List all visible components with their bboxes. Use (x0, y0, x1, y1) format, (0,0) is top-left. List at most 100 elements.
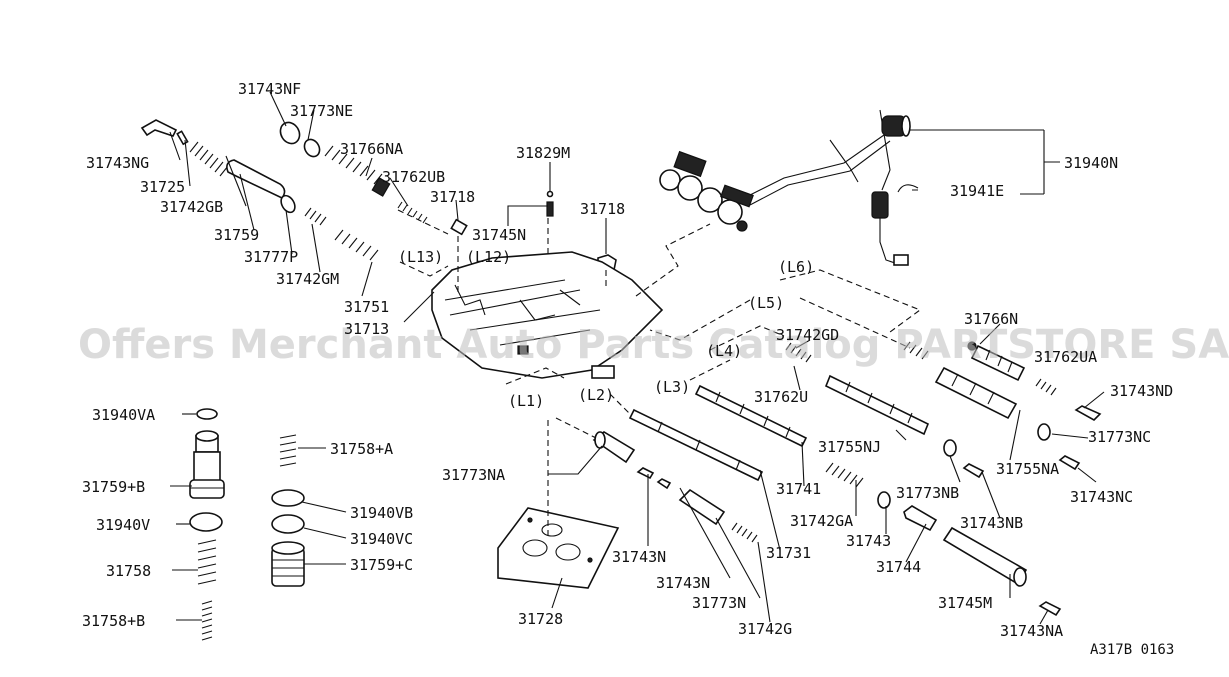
label-31743NB: 31743NB (960, 514, 1023, 532)
label-31743N-a: 31743N (612, 548, 666, 566)
part-31743NA[interactable] (1038, 601, 1062, 617)
part-31829M[interactable] (546, 190, 554, 217)
part-31773NE[interactable] (301, 137, 322, 160)
circuit-L1: (L1) (508, 392, 544, 410)
circuit-lines (397, 209, 922, 540)
part-31743ND[interactable] (1074, 405, 1102, 421)
part-31773N[interactable] (678, 488, 726, 526)
label-31744: 31744 (876, 558, 921, 576)
part-31940V[interactable] (189, 512, 223, 532)
part-31742GB[interactable] (189, 141, 229, 177)
label-31743: 31743 (846, 532, 891, 550)
part-31728[interactable] (497, 507, 620, 589)
label-31743NF: 31743NF (238, 80, 301, 98)
label-31940N: 31940N (1064, 154, 1118, 172)
label-31773NB: 31773NB (896, 484, 959, 502)
part-31759-B[interactable] (189, 430, 225, 499)
label-31759: 31759 (214, 226, 259, 244)
circuit-L13: (L13) (398, 248, 443, 266)
label-31829M: 31829M (516, 144, 570, 162)
part-31744[interactable] (903, 505, 938, 532)
part-31759-C[interactable] (271, 541, 305, 587)
part-31758-A[interactable] (279, 434, 297, 467)
label-31759-C: 31759+C (350, 556, 413, 574)
part-labels: 31743NF 31773NE 31766NA 31743NG 31725 31… (82, 80, 1173, 640)
part-31762U[interactable] (785, 342, 812, 363)
label-31773NE: 31773NE (290, 102, 353, 120)
part-31751[interactable] (334, 229, 379, 261)
part-31731[interactable] (628, 408, 764, 482)
label-31758: 31758 (106, 562, 151, 580)
leader-lines (169, 91, 1105, 625)
label-31762UA: 31762UA (1034, 348, 1097, 366)
part-31758-B[interactable] (201, 600, 213, 641)
label-31758-A: 31758+A (330, 440, 393, 458)
part-31743NF[interactable] (277, 119, 304, 147)
label-31755NJ: 31755NJ (818, 438, 881, 456)
label-31755NA: 31755NA (996, 460, 1059, 478)
label-31759-B: 31759+B (82, 478, 145, 496)
label-31762U: 31762U (754, 388, 808, 406)
diagram-code: A317B 0163 (1090, 642, 1174, 658)
part-31755NA[interactable] (934, 366, 1018, 420)
label-31743NA: 31743NA (1000, 622, 1063, 640)
label-31940V: 31940V (96, 516, 150, 534)
label-31731: 31731 (766, 544, 811, 562)
part-31941E[interactable] (897, 184, 919, 193)
part-31725[interactable] (176, 130, 189, 146)
part-31743NB[interactable] (962, 463, 985, 479)
part-31766N[interactable] (967, 341, 1026, 382)
part-31718-a[interactable] (450, 218, 468, 236)
label-31940VB: 31940VB (350, 504, 413, 522)
part-31742GD[interactable] (903, 341, 929, 360)
part-31743NC[interactable] (1058, 455, 1081, 471)
part-31742G[interactable] (731, 522, 758, 543)
part-31743N-b[interactable] (656, 478, 672, 490)
label-31742GB: 31742GB (160, 198, 223, 216)
part-31940VC[interactable] (271, 514, 305, 534)
circuit-L3: (L3) (654, 378, 690, 396)
part-31773NB[interactable] (943, 439, 957, 457)
label-31762UB: 31762UB (382, 168, 445, 186)
part-31773NA[interactable] (592, 431, 636, 464)
part-31745M[interactable] (942, 526, 1028, 587)
part-31713[interactable] (431, 251, 664, 379)
label-31728: 31728 (518, 610, 563, 628)
label-31743ND: 31743ND (1110, 382, 1173, 400)
label-31743NG: 31743NG (86, 154, 149, 172)
label-31940VA: 31940VA (92, 406, 155, 424)
part-31773NC[interactable] (1037, 423, 1051, 441)
label-31742G: 31742G (738, 620, 792, 638)
right-valves (497, 341, 1102, 617)
part-31743N-a[interactable] (636, 467, 655, 480)
watermark: Offers Merchant Auto Parts Catalog PARTS… (78, 322, 1229, 368)
label-31751: 31751 (344, 298, 389, 316)
label-31773N: 31773N (692, 594, 746, 612)
part-31940VB[interactable] (271, 489, 305, 507)
part-31742GM[interactable] (304, 207, 327, 226)
label-31718-a: 31718 (430, 188, 475, 206)
part-31940N[interactable] (659, 109, 911, 266)
accumulator-parts (189, 408, 305, 641)
part-31758[interactable] (197, 539, 217, 585)
part-31766NA[interactable] (324, 145, 391, 197)
part-31743NG[interactable] (140, 119, 178, 137)
part-31742GA[interactable] (825, 462, 864, 488)
part-31762UB[interactable] (397, 201, 428, 224)
label-31743N-b: 31743N (656, 574, 710, 592)
circuit-L6: (L6) (778, 258, 814, 276)
part-31755NJ[interactable] (824, 374, 930, 436)
circuit-L4: (L4) (706, 342, 742, 360)
label-31741: 31741 (776, 480, 821, 498)
part-31940VA[interactable] (196, 408, 218, 420)
label-31743NC: 31743NC (1070, 488, 1133, 506)
label-31773NA: 31773NA (442, 466, 505, 484)
label-31773NC: 31773NC (1088, 428, 1151, 446)
label-31766N: 31766N (964, 310, 1018, 328)
part-31762UA[interactable] (1035, 378, 1057, 396)
part-31777P[interactable] (278, 193, 297, 215)
label-31742GM: 31742GM (276, 270, 339, 288)
label-31758-B: 31758+B (82, 612, 145, 630)
circuit-labels: (L1) (L2) (L3) (L4) (L5) (L6) (L12) (L13… (398, 248, 814, 410)
part-31743[interactable] (877, 491, 891, 509)
